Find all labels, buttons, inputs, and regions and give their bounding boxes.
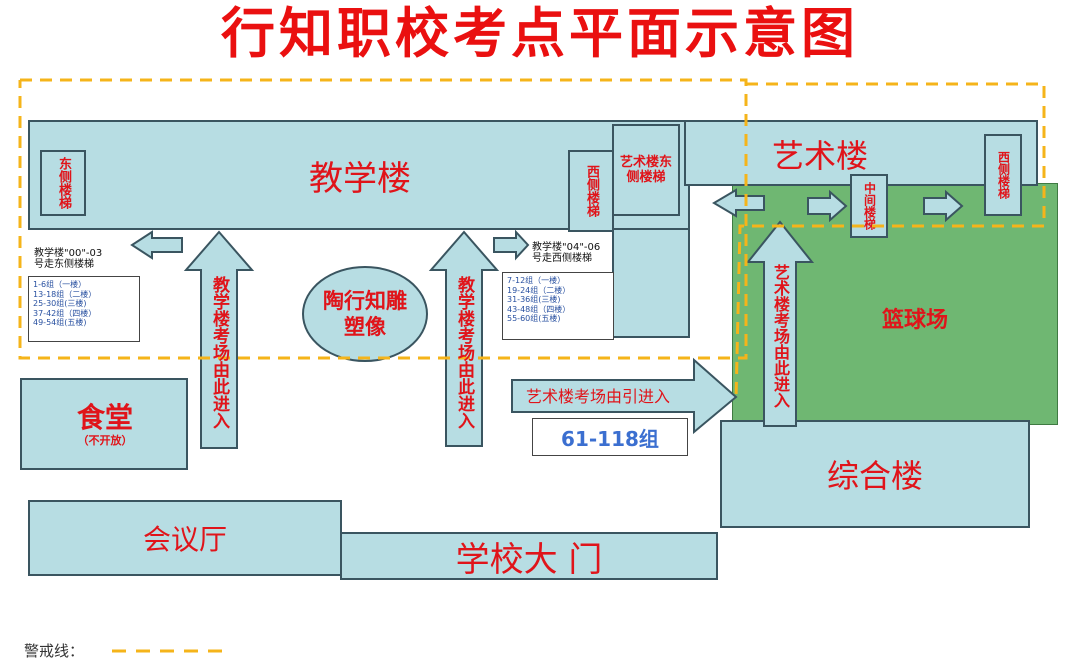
tao-xingzhi-statue: 陶行知雕塑像 [302,266,428,362]
west-info-row: 31-36组(三楼) [507,295,561,304]
map-title: 行知职校考点平面示意图 [221,2,859,65]
arrow-west-right [493,229,530,261]
east-info-row: 25-30组(三楼) [33,299,87,308]
canteen [20,378,188,470]
east-info-row: 49-54组(五楼) [33,318,87,327]
art-east-stairs-label: 艺术楼东侧楼梯 [618,155,674,185]
art-groups-label: 61-118组 [561,426,659,451]
art-horizontal-entrance-label: 艺术楼考场由引进入 [526,387,671,406]
art-east-stairs-text: 艺术楼东侧楼梯 [619,155,672,185]
arrow-art-right-2 [923,189,964,223]
teaching-left-entrance-arrow [183,230,255,449]
art-groups-box: 61-118组 [532,418,688,456]
teaching-right-entrance-text: 教学楼考场由此进入 [454,275,474,429]
school-gate: 学校大 门 [340,532,718,580]
cordon-line-art [734,82,1046,401]
east-stairs: 东侧楼梯 [40,150,86,216]
art-middle-stairs-label: 中间楼梯 [862,182,877,230]
west-info-row: 19-24组（二楼） [507,285,571,295]
art-west-stairs-label: 西侧楼梯 [996,151,1011,199]
canteen-note: （不开放） [77,434,133,447]
east-stairs-label: 东侧楼梯 [56,157,71,209]
west-info-heading-line1: 教学楼"04"-06 [532,242,601,253]
art-west-stairs: 西侧楼梯 [984,134,1022,216]
statue-label: 陶行知雕塑像 [323,289,407,339]
east-info-heading-line1: 教学楼"00"-03 [34,248,103,259]
canteen-label: 食堂 [76,401,133,434]
teaching-building-label: 教学楼 [309,158,411,199]
meeting-hall: 会议厅 [28,500,342,576]
west-info-row: 7-12组（一楼） [507,276,566,285]
art-vertical-entrance-label: 艺术楼考场由此进入 [767,250,793,422]
arrow-art-right-1 [807,189,848,223]
complex-building-label: 综合楼 [826,457,923,495]
teaching-right-entrance-label: 教学楼考场由此进入 [450,262,478,442]
school-gate-label: 学校大 门 [455,539,603,580]
art-vertical-entrance-text: 艺术楼考场由此进入 [771,264,790,408]
east-info-heading-line2: 号走东侧楼梯 [34,259,94,270]
east-info-row: 37-42组（四楼） [33,308,97,318]
east-info-row: 1-6组（一楼） [33,280,87,289]
west-info-row: 43-48组（四楼） [507,304,571,314]
west-info-row: 55-60组(五楼) [507,314,561,323]
basketball-court-label: 篮球场 [881,308,948,333]
west-info-box: 7-12组（一楼） 19-24组（二楼） 31-36组(三楼) 43-48组（四… [502,272,614,340]
east-info-row: 13-18组（二楼） [33,289,97,299]
west-info-heading-line2: 号走西侧楼梯 [532,253,592,264]
art-horizontal-entrance-arrow [511,357,738,435]
art-vertical-entrance-arrow [745,220,815,427]
arrow-east-left [130,230,183,260]
teaching-right-entrance-arrow [428,230,500,447]
east-info-box: 1-6组（一楼） 13-18组（二楼） 25-30组(三楼) 37-42组（四楼… [28,276,140,342]
meeting-hall-label: 会议厅 [142,523,227,556]
teaching-left-entrance-label: 教学楼考场由此进入 [205,262,233,442]
west-stairs-label: 西侧楼梯 [584,165,599,217]
legend-label: 警戒线： [24,642,85,660]
east-info-heading: 教学楼"00"-03 号走东侧楼梯 [34,248,154,270]
complex-building: 综合楼 [720,420,1030,528]
teaching-left-entrance-text: 教学楼考场由此进入 [209,275,229,429]
art-east-stairs: 艺术楼东侧楼梯 [612,124,680,216]
arrow-art-left [712,188,765,218]
art-building-label: 艺术楼 [771,137,868,175]
west-info-heading: 教学楼"04"-06 号走西侧楼梯 [532,242,652,264]
cordon-line-teaching [18,78,748,360]
